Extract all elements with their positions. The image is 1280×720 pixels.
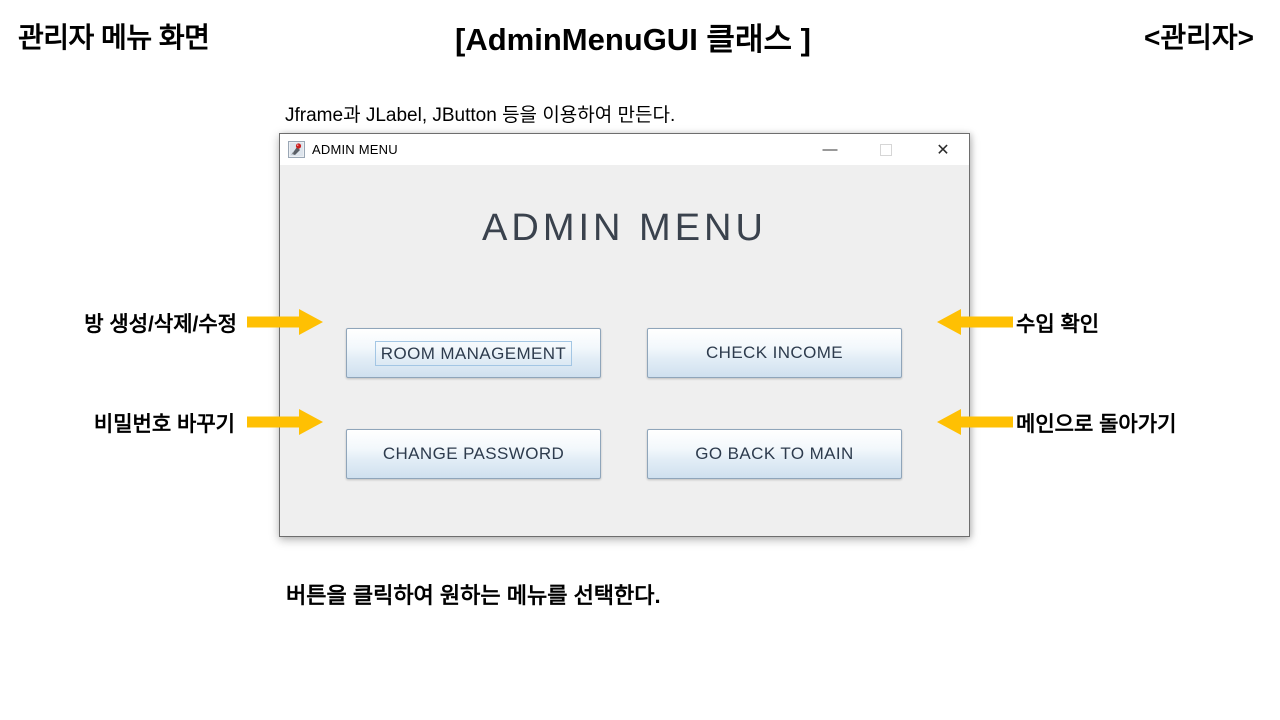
room-management-button[interactable]: ROOM MANAGEMENT (346, 328, 601, 378)
slide-title-right: <관리자> (1144, 22, 1254, 53)
arrow-right-icon (247, 309, 323, 335)
maximize-box-glyph (880, 143, 892, 156)
go-back-to-main-button-label: GO BACK TO MAIN (695, 444, 854, 463)
room-management-button-label: ROOM MANAGEMENT (374, 340, 573, 366)
arrow-left-icon (937, 309, 1013, 335)
annotation-room-management: 방 생성/삭제/수정 (84, 313, 237, 336)
go-back-to-main-button[interactable]: GO BACK TO MAIN (647, 429, 902, 479)
minimize-icon[interactable]: — (822, 141, 838, 158)
java-app-icon (288, 141, 305, 158)
admin-menu-heading: ADMIN MENU (482, 207, 767, 249)
admin-menu-window: ADMIN MENU — ✕ ADMIN MENU ROOM MANAGEMEN… (279, 133, 970, 537)
slide-title-center: [AdminMenuGUI 클래스 ] (455, 22, 811, 57)
annotation-go-back-to-main: 메인으로 돌아가기 (1016, 413, 1177, 436)
window-title: ADMIN MENU (312, 142, 398, 157)
window-titlebar[interactable]: ADMIN MENU — ✕ (280, 134, 969, 165)
check-income-button[interactable]: CHECK INCOME (647, 328, 902, 378)
change-password-button-label: CHANGE PASSWORD (382, 444, 565, 463)
slide-footer-note: 버튼을 클릭하여 원하는 메뉴를 선택한다. (286, 583, 661, 608)
slide-subtitle: Jframe과 JLabel, JButton 등을 이용하여 만든다. (285, 105, 676, 126)
close-icon[interactable]: ✕ (936, 141, 950, 159)
annotation-check-income: 수입 확인 (1016, 313, 1100, 336)
check-income-button-label: CHECK INCOME (705, 343, 844, 362)
window-content: ADMIN MENU ROOM MANAGEMENT CHECK INCOME … (280, 165, 969, 536)
arrow-right-icon (247, 409, 323, 435)
arrow-left-icon (937, 409, 1013, 435)
change-password-button[interactable]: CHANGE PASSWORD (346, 429, 601, 479)
slide-title-left: 관리자 메뉴 화면 (18, 22, 210, 53)
maximize-icon[interactable] (873, 134, 899, 165)
annotation-change-password: 비밀번호 바꾸기 (93, 413, 235, 436)
